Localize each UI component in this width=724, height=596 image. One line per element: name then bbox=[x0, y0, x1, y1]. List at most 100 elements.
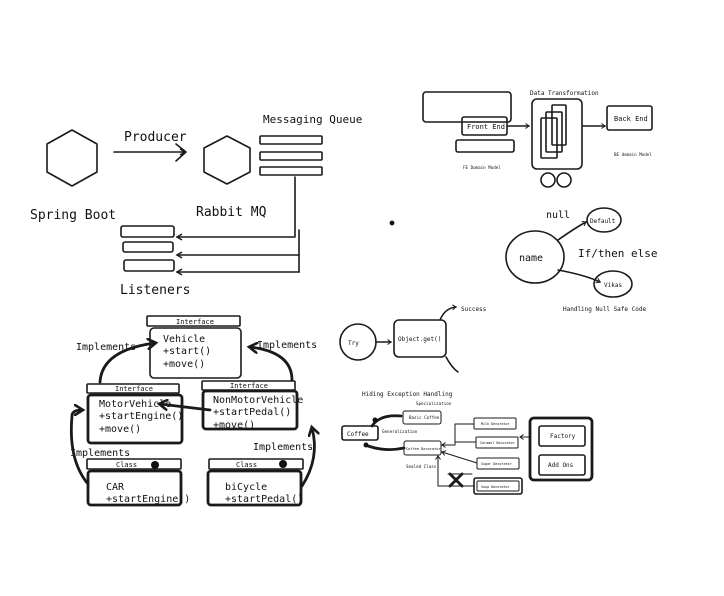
back-end-label: Back End bbox=[614, 115, 648, 123]
nonmotor-vehicle-move: +move() bbox=[213, 420, 255, 431]
producer-arrowhead bbox=[175, 143, 187, 162]
factory-label: Factory bbox=[550, 433, 576, 440]
to-success-arrow bbox=[439, 304, 457, 321]
front-end-box bbox=[461, 116, 508, 136]
car-implements-motor-arrow bbox=[70, 410, 90, 486]
factory-frame bbox=[528, 416, 594, 482]
rabbit-mq-label: Rabbit MQ bbox=[196, 205, 267, 220]
car-start: +startEngine() bbox=[106, 494, 190, 505]
queue-slot-3 bbox=[259, 166, 323, 176]
transform-wheel-right bbox=[556, 172, 572, 188]
add-ons-label: Add Ons bbox=[548, 462, 574, 469]
null-safe-diagram: null Default name If/then else Vikas Han… bbox=[505, 207, 657, 313]
inherit-dot-1 bbox=[372, 417, 378, 423]
blocked-x-icon bbox=[448, 472, 464, 488]
vehicle-interface-tag: Interface bbox=[176, 318, 214, 326]
sealed-class-label: Sealed Class bbox=[406, 464, 437, 469]
milk-decorator-label: Milk Decorator bbox=[481, 422, 510, 426]
null-label: null bbox=[546, 210, 570, 221]
spring-boot-hexagon bbox=[46, 129, 98, 187]
nonmotor-implements-vehicle-arrow bbox=[250, 347, 294, 382]
vehicle-name: Vehicle bbox=[163, 334, 205, 345]
queue-slot-1 bbox=[259, 135, 323, 145]
basic-to-coffee-line bbox=[370, 414, 403, 428]
transform-layer-1 bbox=[540, 117, 558, 159]
back-end-box bbox=[606, 105, 653, 131]
car-class-tag: Class bbox=[116, 461, 137, 469]
fe-outer-box bbox=[422, 91, 512, 123]
vikas-node bbox=[593, 270, 633, 298]
soup-decorator-label: Soup Decorator bbox=[481, 485, 510, 489]
exception-caption: Hiding Exception Handling bbox=[362, 391, 453, 398]
car-name: CAR bbox=[106, 482, 125, 493]
transform-wheel-left bbox=[540, 172, 556, 188]
data-transformation-diagram: Data Transformation Front End FE Domain … bbox=[422, 90, 653, 188]
motor-vehicle-name: MotorVehicle bbox=[99, 399, 171, 410]
name-node bbox=[505, 230, 565, 284]
bicycle-marker-dot bbox=[279, 460, 287, 468]
spring-boot-label: Spring Boot bbox=[30, 208, 116, 223]
motor-vehicle-move: +move() bbox=[99, 424, 141, 435]
implements-label-2: Implements bbox=[257, 340, 317, 351]
cross-arrow bbox=[160, 404, 212, 412]
basic-coffee-box bbox=[402, 410, 442, 425]
stray-dot bbox=[389, 220, 395, 226]
vehicle-move: +move() bbox=[163, 359, 205, 370]
vehicle-box bbox=[149, 327, 242, 379]
try-label: Try bbox=[348, 340, 359, 347]
implements-label-3: Implements bbox=[70, 448, 130, 459]
be-model-label: BE domain Model bbox=[614, 152, 652, 157]
basic-coffee-label: Basic Coffee bbox=[409, 415, 440, 420]
nonmotor-vehicle-start: +startPedal() bbox=[213, 407, 291, 418]
bicycle-class-tag-box bbox=[208, 458, 304, 470]
soup-decorator-box bbox=[476, 480, 520, 492]
listener-box-1 bbox=[120, 225, 175, 238]
sugar-to-decorator-arrow bbox=[441, 450, 478, 464]
generalization-label: Generalization bbox=[382, 429, 418, 434]
motor-implements-vehicle-arrow bbox=[98, 343, 155, 384]
coffee-decorator-label: Coffee Decorator bbox=[406, 447, 441, 451]
motor-interface-tag-box bbox=[86, 383, 180, 394]
success-label: Success bbox=[461, 306, 487, 313]
bicycle-name: biCycle bbox=[225, 482, 267, 493]
messaging-queue-label: Messaging Queue bbox=[263, 113, 362, 126]
listener-box-2 bbox=[122, 241, 174, 253]
nonmotor-vehicle-name: NonMotorVehicle bbox=[213, 395, 303, 406]
transform-layer-3 bbox=[551, 104, 567, 146]
vehicle-interface-tag-box bbox=[146, 315, 241, 327]
object-get-tail bbox=[445, 356, 459, 373]
bicycle-class-tag: Class bbox=[236, 461, 257, 469]
motor-interface-tag: Interface bbox=[115, 385, 153, 393]
motor-vehicle-box bbox=[86, 393, 184, 445]
nonmotor-interface-tag: Interface bbox=[230, 382, 268, 390]
coffee-decorator-box bbox=[403, 440, 442, 456]
car-marker-dot bbox=[151, 461, 159, 469]
implements-label-1: Implements bbox=[76, 342, 136, 353]
sugar-decorator-label: Sugar Decorator bbox=[481, 462, 512, 466]
inherit-dot-2 bbox=[363, 442, 369, 448]
listeners-label: Listeners bbox=[120, 283, 190, 298]
null-safe-caption: Handling Null Safe Code bbox=[563, 306, 646, 313]
if-then-else-label: If/then else bbox=[578, 247, 657, 260]
implements-label-4: Implements bbox=[253, 442, 313, 453]
rabbit-mq-hexagon bbox=[203, 135, 251, 185]
producer-label: Producer bbox=[124, 130, 187, 145]
default-label: Default bbox=[590, 218, 616, 225]
front-end-label: Front End bbox=[467, 123, 505, 131]
vehicle-class-diagram: Interface Vehicle +start() +move() Imple… bbox=[70, 315, 317, 507]
motor-vehicle-start: +startEngine() bbox=[99, 411, 183, 422]
caramel-decorator-label: Caramel Decorator bbox=[480, 441, 515, 445]
bicycle-box bbox=[206, 469, 303, 507]
decorator-to-coffee-line bbox=[366, 444, 406, 451]
data-transformation-title: Data Transformation bbox=[530, 90, 599, 97]
car-box bbox=[86, 469, 183, 507]
name-label: name bbox=[519, 253, 543, 264]
milk-to-decorator-arrow bbox=[441, 423, 475, 448]
name-to-vikas-arrow bbox=[557, 269, 601, 284]
coffee-label: Coffee bbox=[347, 431, 369, 438]
bicycle-implements-nonmotor-arrow bbox=[300, 428, 314, 488]
vikas-label: Vikas bbox=[604, 282, 622, 289]
car-class-tag-box bbox=[86, 458, 182, 470]
specialization-label: Specialization bbox=[416, 401, 452, 406]
